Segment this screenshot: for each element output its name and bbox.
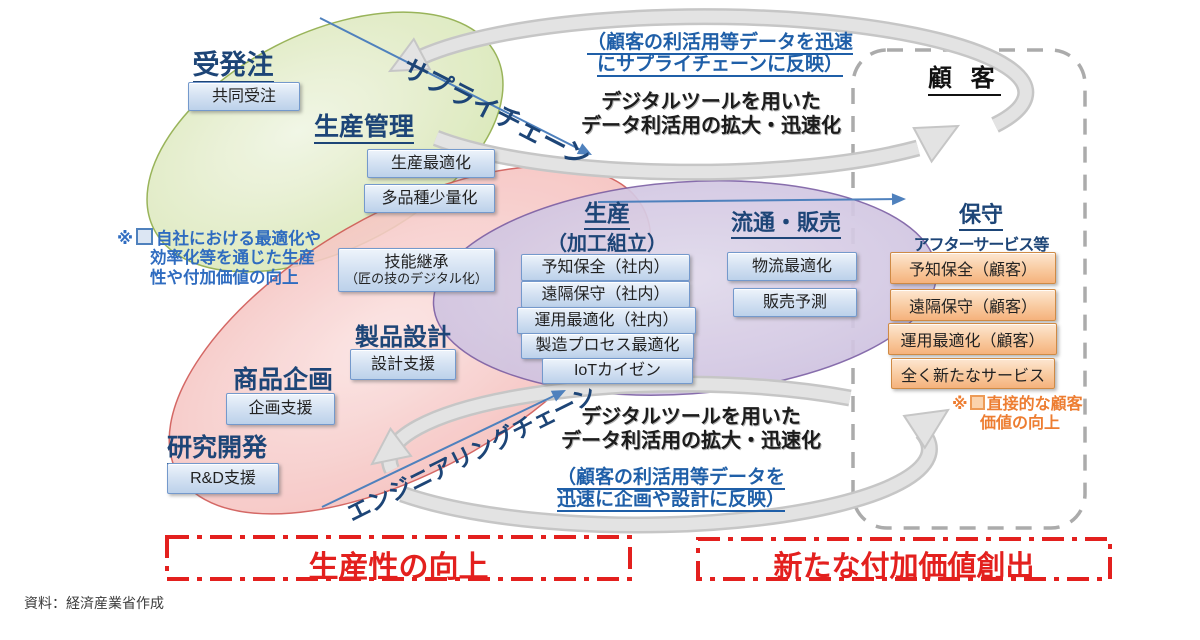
internal-value-note-line3: 性や付加価値の向上 [150,268,299,287]
added-value-banner: 新たな付加価値創出 [773,551,1035,583]
box-sales-forecast: 販売予測 [733,288,857,317]
productivity-banner: 生産性の向上 [308,551,489,584]
box-logistics-opt: 物流最適化 [727,252,857,281]
heading-production: 生産 （加工組立） [544,200,670,259]
customer-value-note-line1: ※直接的な顧客 [952,395,1083,413]
top-cycle-note: （顧客の利活用等データを迅速 にサプライチェーンに反映） [586,32,853,78]
box-skill-transfer: 技能継承 （匠の技のデジタル化） [338,248,495,292]
heading-rnd: 研究開発 [160,434,274,465]
box-joint-order: 共同受注 [188,82,300,111]
supply-cycle-right-arrowhead [912,124,961,164]
supply-cycle-left-arrowhead [387,37,432,73]
heading-distribution: 流通・販売 [726,210,846,239]
box-design-support: 設計支援 [350,349,456,380]
box-production-opt: 生産最適化 [367,149,495,178]
engineering-cycle-arrow [370,375,950,534]
engineering-chain-line-arrow [321,390,566,508]
box-rd-support: R&D支援 [167,463,279,494]
box-process-opt: 製造プロセス最適化 [521,333,694,359]
internal-value-note-line2: 効率化等を通じた生産 [150,249,315,268]
box-new-service: 全く新たなサービス [891,358,1055,389]
production-flow-arrow [597,193,906,206]
top-digital-tools-text: デジタルツールを用いた データ利活用の拡大・迅速化 [581,91,841,137]
box-planning-support: 企画支援 [226,393,335,425]
source-credit: 資料：経済産業省作成 [24,595,164,611]
blue-legend-square-icon [136,228,154,245]
bottom-cycle-note: （顧客の利活用等データを 迅速に企画や設計に反映） [556,467,785,513]
box-operation-customer: 運用最適化（顧客） [888,323,1057,355]
added-value-banner-frame [696,537,1112,581]
box-predictive-internal: 予知保全（社内） [521,254,690,281]
box-iot-kaizen: IoTカイゼン [542,358,693,384]
internal-value-note-line1: ※自社における最適化や [117,228,322,248]
internal-value-note: ※自社における最適化や 効率化等を通じた生産 性や付加価値の向上 [117,228,327,288]
supply-chain-line-arrow [319,17,592,155]
box-remote-internal: 遠隔保守（社内） [521,281,690,308]
heading-maintenance: 保守 アフターサービス等 [903,202,1059,258]
bottom-digital-tools-text: デジタルツールを用いた データ利活用の拡大・迅速化 [561,406,821,452]
box-operation-internal: 運用最適化（社内） [517,307,696,334]
box-remote-customer: 遠隔保守（顧客） [890,289,1056,321]
productivity-banner-frame [165,535,632,581]
engineering-cycle-left-arrowhead [370,426,413,466]
orange-legend-square-icon [969,395,985,410]
engineering-cycle-right-arrowhead [902,408,950,450]
customer-value-note-line2: 価値の向上 [980,415,1061,433]
heading-order: 受発注 [183,50,283,84]
box-predictive-customer: 予知保全（顧客） [890,252,1056,284]
customer-label: 顧 客 [928,58,1001,96]
customer-value-note: ※直接的な顧客 価値の向上 [952,395,1102,433]
heading-production-mgmt: 生産管理 [308,113,420,144]
box-variety-small-lot: 多品種少量化 [364,184,495,213]
